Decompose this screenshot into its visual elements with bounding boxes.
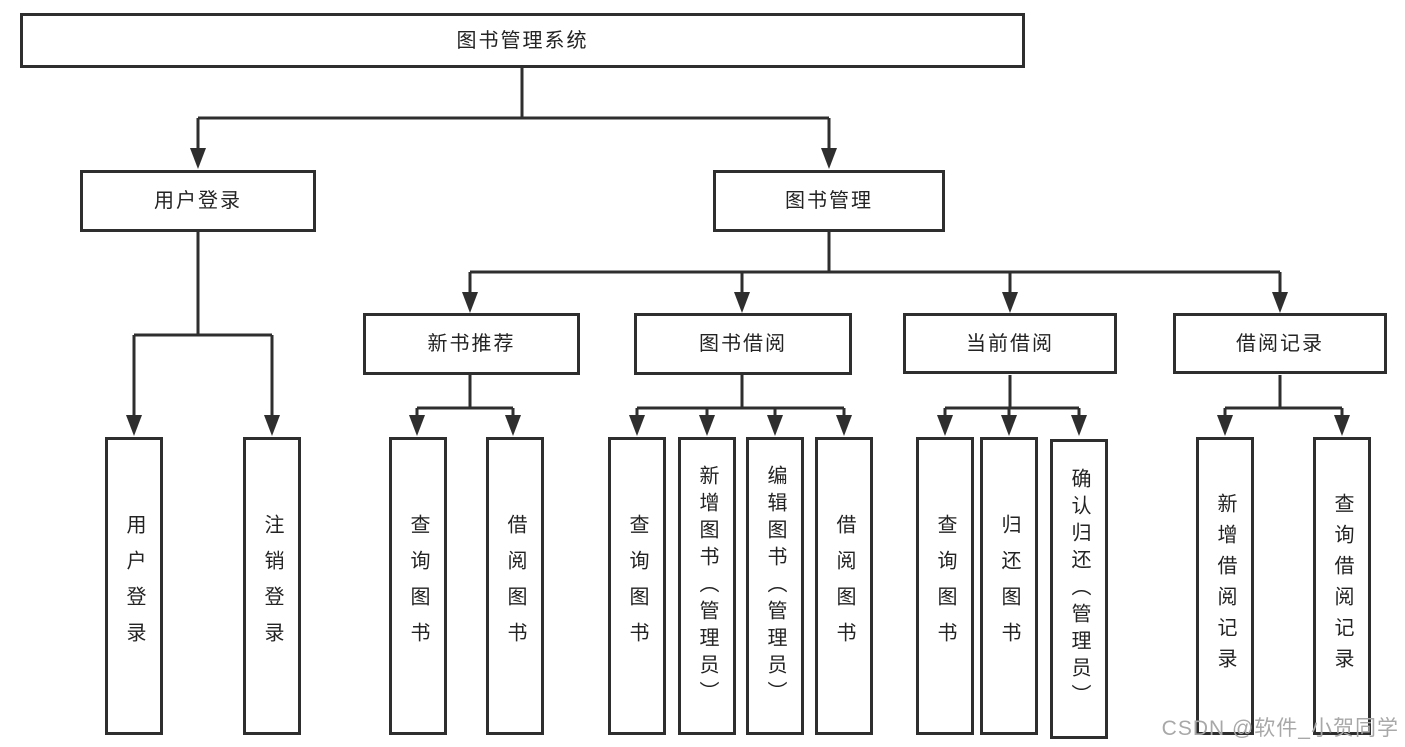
node-library-system-label: 图书管理系统 <box>456 29 589 52</box>
leaf-confirm-return-admin: 确认归还（管理员） <box>1050 439 1108 739</box>
leaf-logout-login: 注销登录 <box>243 437 301 735</box>
leaf-borrow-books-borrowing-label: 借阅图书 <box>833 514 855 658</box>
connector-borrowing-records-children <box>1217 375 1350 436</box>
node-new-book-recommend: 新书推荐 <box>363 313 580 375</box>
node-current-borrowing: 当前借阅 <box>903 313 1117 374</box>
node-book-borrowing-label: 图书借阅 <box>699 333 787 355</box>
leaf-query-books-borrowing: 查询图书 <box>608 437 666 735</box>
leaf-confirm-return-admin-label: 确认归还（管理员） <box>1068 467 1090 711</box>
leaf-borrow-books-borrowing: 借阅图书 <box>815 437 873 735</box>
leaf-user-login: 用户登录 <box>105 437 163 735</box>
leaf-query-borrow-record-label: 查询借阅记录 <box>1331 493 1353 679</box>
leaf-user-login-label: 用户登录 <box>123 514 145 658</box>
node-borrowing-records: 借阅记录 <box>1173 313 1387 374</box>
leaf-query-books-current-label: 查询图书 <box>934 514 956 658</box>
connector-current-borrowing-children <box>937 375 1087 436</box>
node-book-management-label: 图书管理 <box>785 190 873 212</box>
leaf-query-books-borrowing-label: 查询图书 <box>626 514 648 658</box>
leaf-add-book-admin: 新增图书（管理员） <box>678 437 736 735</box>
leaf-query-borrow-record: 查询借阅记录 <box>1313 437 1371 735</box>
node-borrowing-records-label: 借阅记录 <box>1236 332 1324 355</box>
node-user-login: 用户登录 <box>80 170 316 232</box>
node-book-management: 图书管理 <box>713 170 945 232</box>
connector-book-management-children <box>462 232 1288 313</box>
leaf-return-book-label: 归还图书 <box>998 514 1020 658</box>
leaf-edit-book-admin-label: 编辑图书（管理员） <box>764 464 786 708</box>
leaf-logout-login-label: 注销登录 <box>261 514 283 658</box>
connector-root-to-level1 <box>190 68 837 169</box>
leaf-query-books-current: 查询图书 <box>916 437 974 735</box>
node-book-borrowing: 图书借阅 <box>634 313 852 375</box>
node-new-book-recommend-label: 新书推荐 <box>427 333 516 355</box>
leaf-return-book: 归还图书 <box>980 437 1038 735</box>
leaf-add-book-admin-label: 新增图书（管理员） <box>696 464 718 708</box>
leaf-borrow-books-recommend: 借阅图书 <box>486 437 544 735</box>
leaf-edit-book-admin: 编辑图书（管理员） <box>746 437 804 735</box>
leaf-add-borrow-record-label: 新增借阅记录 <box>1214 493 1236 679</box>
leaf-add-borrow-record: 新增借阅记录 <box>1196 437 1254 735</box>
connector-book-borrowing-children <box>629 375 852 436</box>
node-library-system: 图书管理系统 <box>20 13 1025 68</box>
csdn-watermark: CSDN @软件_小贺同学 <box>1161 717 1399 740</box>
leaf-borrow-books-recommend-label: 借阅图书 <box>504 514 526 658</box>
connector-user-login-children <box>126 232 280 436</box>
node-user-login-label: 用户登录 <box>154 190 242 212</box>
node-current-borrowing-label: 当前借阅 <box>966 332 1054 355</box>
leaf-query-books-recommend: 查询图书 <box>389 437 447 735</box>
leaf-query-books-recommend-label: 查询图书 <box>407 514 429 658</box>
connector-new-book-recommend-children <box>409 375 521 436</box>
